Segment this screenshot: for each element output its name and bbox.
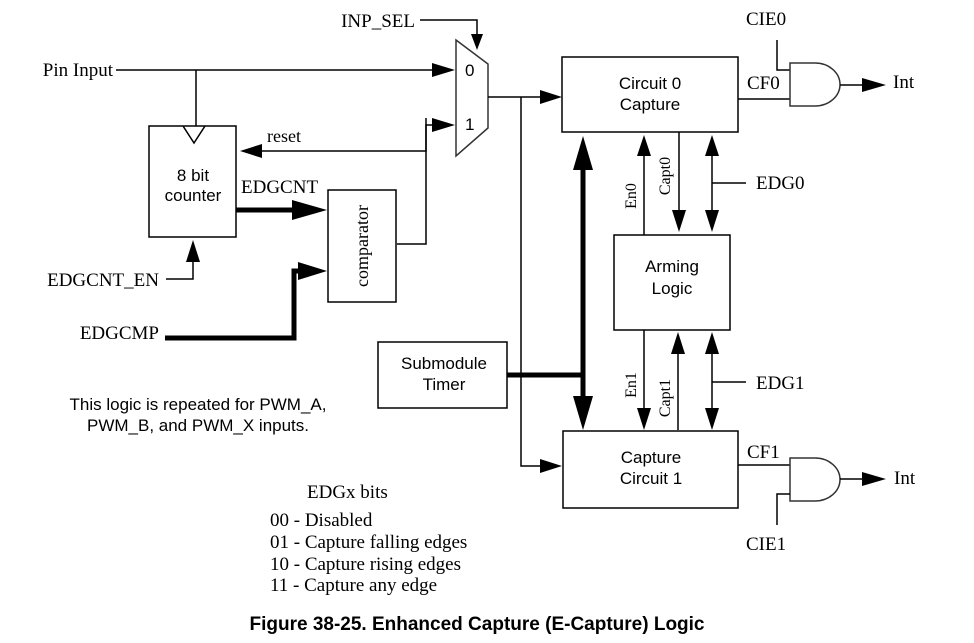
edg1-arrow-down — [705, 408, 719, 430]
int1-arrow — [862, 472, 886, 486]
edgx-item-00: 00 - Disabled — [270, 510, 373, 531]
edgcnt-label: EDGCNT — [241, 177, 318, 198]
circuit1-input-arrow — [540, 459, 562, 473]
arming-logic-block — [613, 234, 731, 331]
counter-block — [148, 125, 237, 238]
and-gate-0 — [789, 62, 841, 107]
edgx-item-11: 11 - Capture any edge — [270, 575, 437, 596]
circuit0-input-arrow — [540, 90, 562, 104]
pin-input-label: Pin Input — [43, 60, 114, 81]
circuit0-label-line1: Circuit 0 — [619, 74, 681, 93]
comparator-block — [327, 189, 397, 303]
edg1-arrow-up — [705, 332, 719, 354]
edgcnt-arrow — [292, 200, 327, 220]
counter-clock-icon — [182, 125, 206, 145]
en0-arrow — [637, 135, 651, 156]
circuit0-capture-block — [561, 56, 739, 133]
edg0-arrow-up — [705, 135, 719, 156]
circuit0-label-line2: Capture — [620, 95, 680, 114]
circuit1-label-line1: Capture — [621, 448, 681, 467]
edgx-item-10: 10 - Capture rising edges — [270, 554, 461, 575]
mux-input-1-arrow — [432, 118, 455, 132]
input-mux — [455, 38, 489, 158]
timer-to-circuit0-arrow — [573, 136, 593, 170]
cie0-label: CIE0 — [746, 9, 786, 30]
edgcmp-arrow — [298, 262, 327, 280]
edg0-label: EDG0 — [756, 173, 805, 194]
inp-sel-arrow — [471, 34, 483, 50]
en1-arrow — [637, 408, 651, 430]
circuit1-label-line2: Circuit 1 — [620, 469, 682, 488]
mux-input-1-label: 1 — [465, 115, 474, 134]
cf0-label: CF0 — [747, 73, 780, 94]
mux-to-circuit1-wire — [520, 97, 545, 467]
comparator-to-mux-wire — [397, 124, 434, 245]
submodule-timer-block — [377, 341, 508, 409]
edg0-arrow-down — [705, 210, 719, 232]
arming-label-line2: Logic — [652, 279, 693, 298]
timer-label-line1: Submodule — [401, 354, 487, 373]
int0-arrow — [862, 78, 886, 92]
reset-arrow — [240, 144, 262, 158]
edgx-title: EDGx bits — [307, 482, 388, 503]
repeat-note-line1: This logic is repeated for PWM_A, — [70, 395, 327, 414]
inp-sel-label: INP_SEL — [341, 11, 415, 32]
figure-caption: Figure 38-25. Enhanced Capture (E-Captur… — [249, 614, 704, 635]
edgcnt-en-wire — [166, 260, 194, 280]
pin-input-arrow — [432, 63, 455, 77]
edgcmp-label: EDGCMP — [80, 323, 159, 344]
int0-label: Int — [893, 72, 915, 93]
en0-label: En0 — [623, 183, 640, 209]
arming-label-line1: Arming — [645, 257, 699, 276]
mux-input-0-label: 0 — [465, 61, 474, 80]
counter-label-line1: 8 bit — [177, 166, 209, 185]
counter-label-line2: counter — [165, 186, 222, 205]
cie1-label: CIE1 — [746, 534, 786, 555]
capt1-arrow — [671, 332, 685, 354]
cie0-wire — [776, 40, 790, 71]
timer-label-line2: Timer — [423, 375, 466, 394]
reset-label: reset — [267, 126, 301, 146]
capt0-label: Capt0 — [657, 157, 674, 195]
timer-to-circuit1-arrow — [573, 396, 593, 430]
edgcnt-en-label: EDGCNT_EN — [47, 270, 159, 291]
repeat-note-line2: PWM_B, and PWM_X inputs. — [87, 416, 309, 435]
inp-sel-wire — [420, 19, 478, 36]
int1-label: Int — [894, 468, 916, 489]
edgcmp-bus — [165, 268, 305, 341]
edg1-label: EDG1 — [756, 373, 805, 394]
edgcnt-en-arrow — [186, 240, 200, 262]
en1-label: En1 — [623, 372, 640, 398]
capt0-arrow — [672, 210, 686, 232]
cf1-label: CF1 — [747, 442, 780, 463]
cie1-wire — [776, 493, 790, 525]
and-gate-1 — [789, 457, 841, 502]
edgx-item-01: 01 - Capture falling edges — [270, 532, 467, 553]
comparator-label: comparator — [352, 205, 372, 287]
circuit1-capture-block — [562, 430, 739, 509]
capt1-label: Capt1 — [657, 379, 674, 417]
